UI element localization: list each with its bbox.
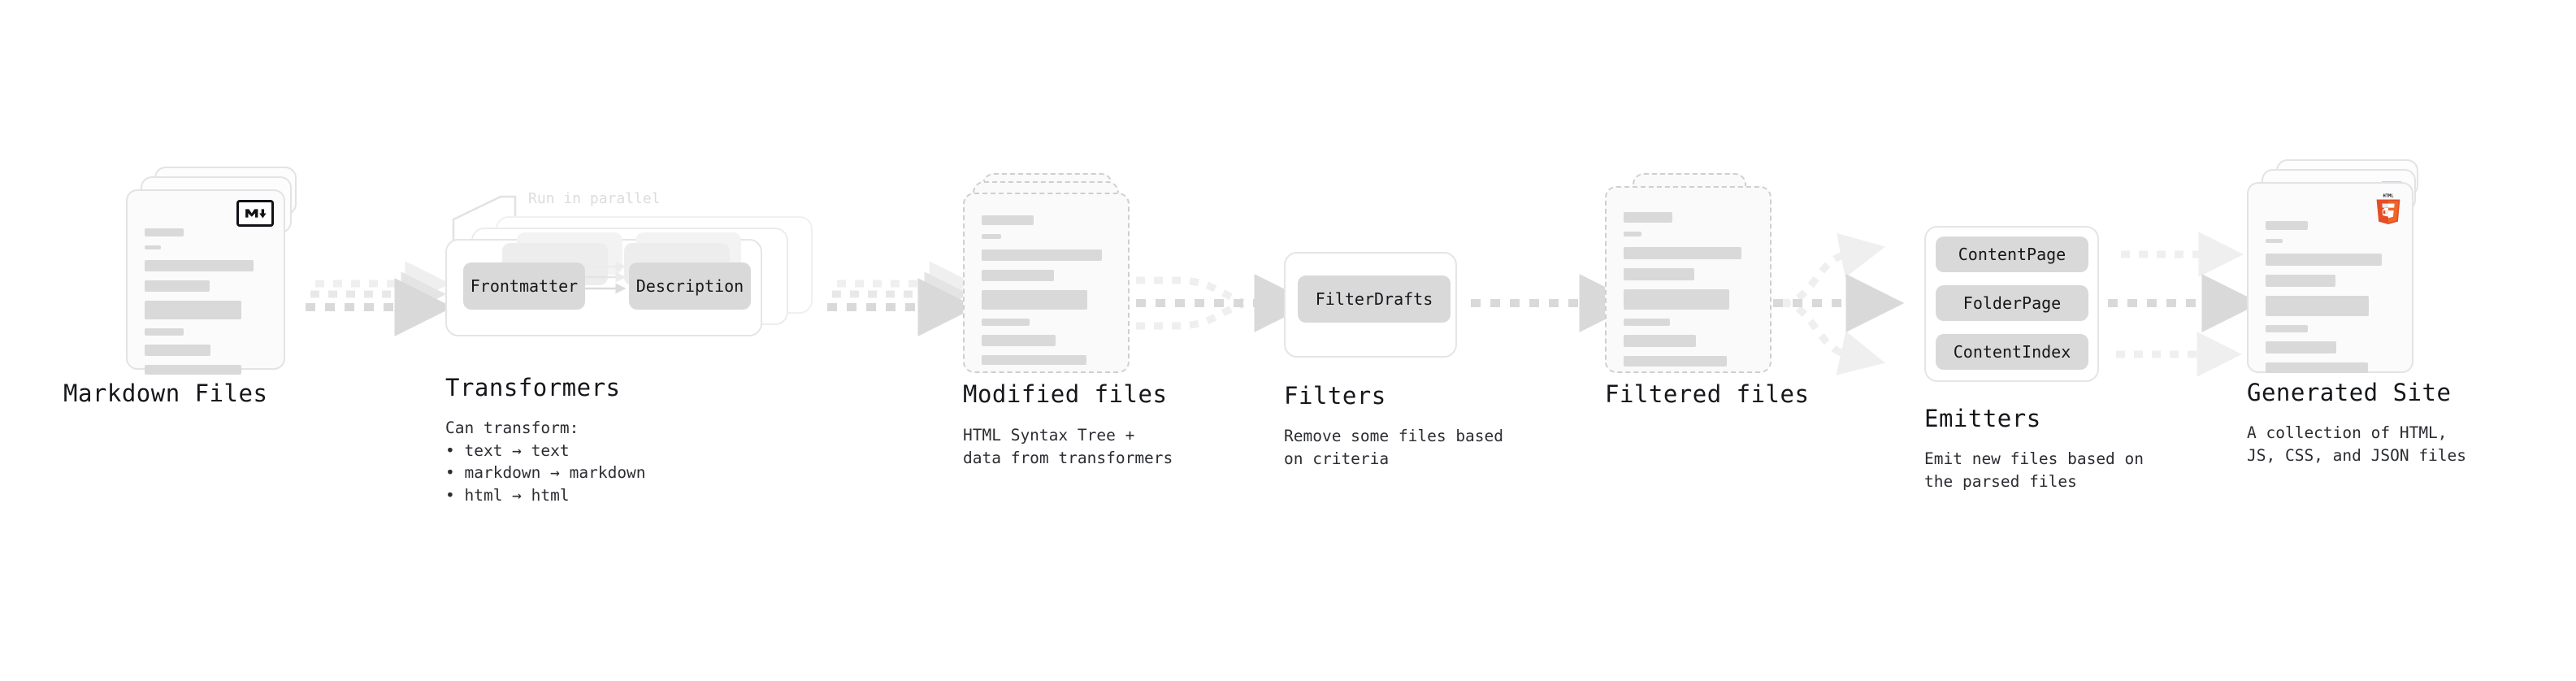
emitter-chip-contentpage[interactable]: ContentPage <box>1936 236 2088 272</box>
skeleton-bar <box>145 280 210 292</box>
transformer-chip-frontmatter[interactable]: Frontmatter <box>463 262 585 310</box>
skeleton-bar <box>145 328 184 336</box>
skeleton-bar <box>982 270 1055 281</box>
modified-files-description: HTML Syntax Tree + data from transformer… <box>963 426 1173 467</box>
filtered-card-stack <box>1605 173 1776 417</box>
skeleton-bar <box>145 301 241 319</box>
markdown-card-front <box>126 189 285 375</box>
stage-filtered-files: Filtered files <box>1605 173 1809 417</box>
skeleton-bar <box>1624 356 1728 367</box>
skeleton-bar <box>2266 362 2368 373</box>
skeleton-bar <box>1624 232 1642 236</box>
connector-modified-to-filters <box>1136 274 1313 332</box>
filters-description: Remove some files based on criteria <box>1284 427 1504 468</box>
connector-emitters-to-generated <box>2108 232 2261 377</box>
transformer-chip-description[interactable]: Description <box>629 262 751 310</box>
skeleton-bar <box>982 319 1030 326</box>
run-in-parallel-label: Run in parallel <box>528 190 661 207</box>
markdown-card-skeleton <box>145 228 267 384</box>
skeleton-bar <box>145 245 161 249</box>
generated-card-stack: CSS HTML <box>2247 159 2434 411</box>
skeleton-bar <box>145 365 241 375</box>
filtered-card-skeleton <box>1624 212 1753 375</box>
svg-text:HTML: HTML <box>2383 193 2394 198</box>
skeleton-bar <box>2266 221 2309 230</box>
generated-card-skeleton <box>2266 221 2395 382</box>
skeleton-bar <box>982 290 1088 310</box>
stage-label-emitters: Emitters <box>1924 405 2041 432</box>
skeleton-bar <box>2266 296 2370 316</box>
emitter-chip-folderpage[interactable]: FolderPage <box>1936 285 2088 321</box>
skeleton-bar <box>982 234 1001 239</box>
skeleton-bar <box>1624 289 1730 310</box>
modified-card-front <box>963 193 1130 373</box>
parallel-bracket <box>452 195 517 245</box>
skeleton-bar <box>982 249 1102 261</box>
markdown-card-stack <box>126 167 297 410</box>
emitters-description: Emit new files based on the parsed files <box>1924 449 2144 491</box>
modified-card-stack <box>963 173 1134 417</box>
html5-icon: HTML <box>2374 193 2402 224</box>
transformer-inner-arrows <box>582 261 627 294</box>
skeleton-bar <box>982 355 1086 365</box>
skeleton-bar <box>145 345 210 356</box>
stage-modified-files: Modified files HTML Syntax Tree + data f… <box>963 173 1173 467</box>
emitter-chip-contentindex[interactable]: ContentIndex <box>1936 334 2088 370</box>
skeleton-bar <box>2266 275 2335 287</box>
stage-markdown-files: Markdown Files <box>63 167 297 410</box>
skeleton-bar <box>982 335 1056 346</box>
stage-label-markdown-files: Markdown Files <box>63 380 268 407</box>
skeleton-bar <box>1624 247 1741 259</box>
stage-label-generated-site: Generated Site <box>2247 379 2452 406</box>
skeleton-bar <box>145 228 184 236</box>
stage-label-modified-files: Modified files <box>963 380 1168 408</box>
generated-site-description: A collection of HTML, JS, CSS, and JSON … <box>2247 423 2467 465</box>
skeleton-bar <box>2266 325 2309 332</box>
generated-card-front: HTML <box>2247 182 2413 373</box>
filter-chip-filterdrafts[interactable]: FilterDrafts <box>1298 275 1451 323</box>
stage-label-filtered-files: Filtered files <box>1605 380 1810 408</box>
skeleton-bar <box>2266 239 2283 243</box>
transformers-description: Can transform: • text → text • markdown … <box>445 419 646 505</box>
connector-filtered-to-emitters <box>1773 232 1905 375</box>
connector-transformers-to-modified <box>827 261 977 336</box>
skeleton-bar <box>1624 319 1671 326</box>
markdown-icon <box>236 200 274 227</box>
stage-generated-site: CSS HTML <box>2247 159 2466 465</box>
connector-markdown-to-transformers <box>306 261 453 336</box>
filtered-card-front <box>1605 186 1772 373</box>
skeleton-bar <box>1624 268 1695 280</box>
stage-label-transformers: Transformers <box>445 374 621 401</box>
skeleton-bar <box>2266 341 2337 354</box>
skeleton-bar <box>1624 212 1673 223</box>
skeleton-bar <box>145 260 254 271</box>
stage-label-filters: Filters <box>1284 382 1386 410</box>
skeleton-bar <box>982 215 1034 225</box>
skeleton-bar <box>2266 254 2383 266</box>
modified-card-skeleton <box>982 215 1111 374</box>
skeleton-bar <box>1624 335 1697 347</box>
